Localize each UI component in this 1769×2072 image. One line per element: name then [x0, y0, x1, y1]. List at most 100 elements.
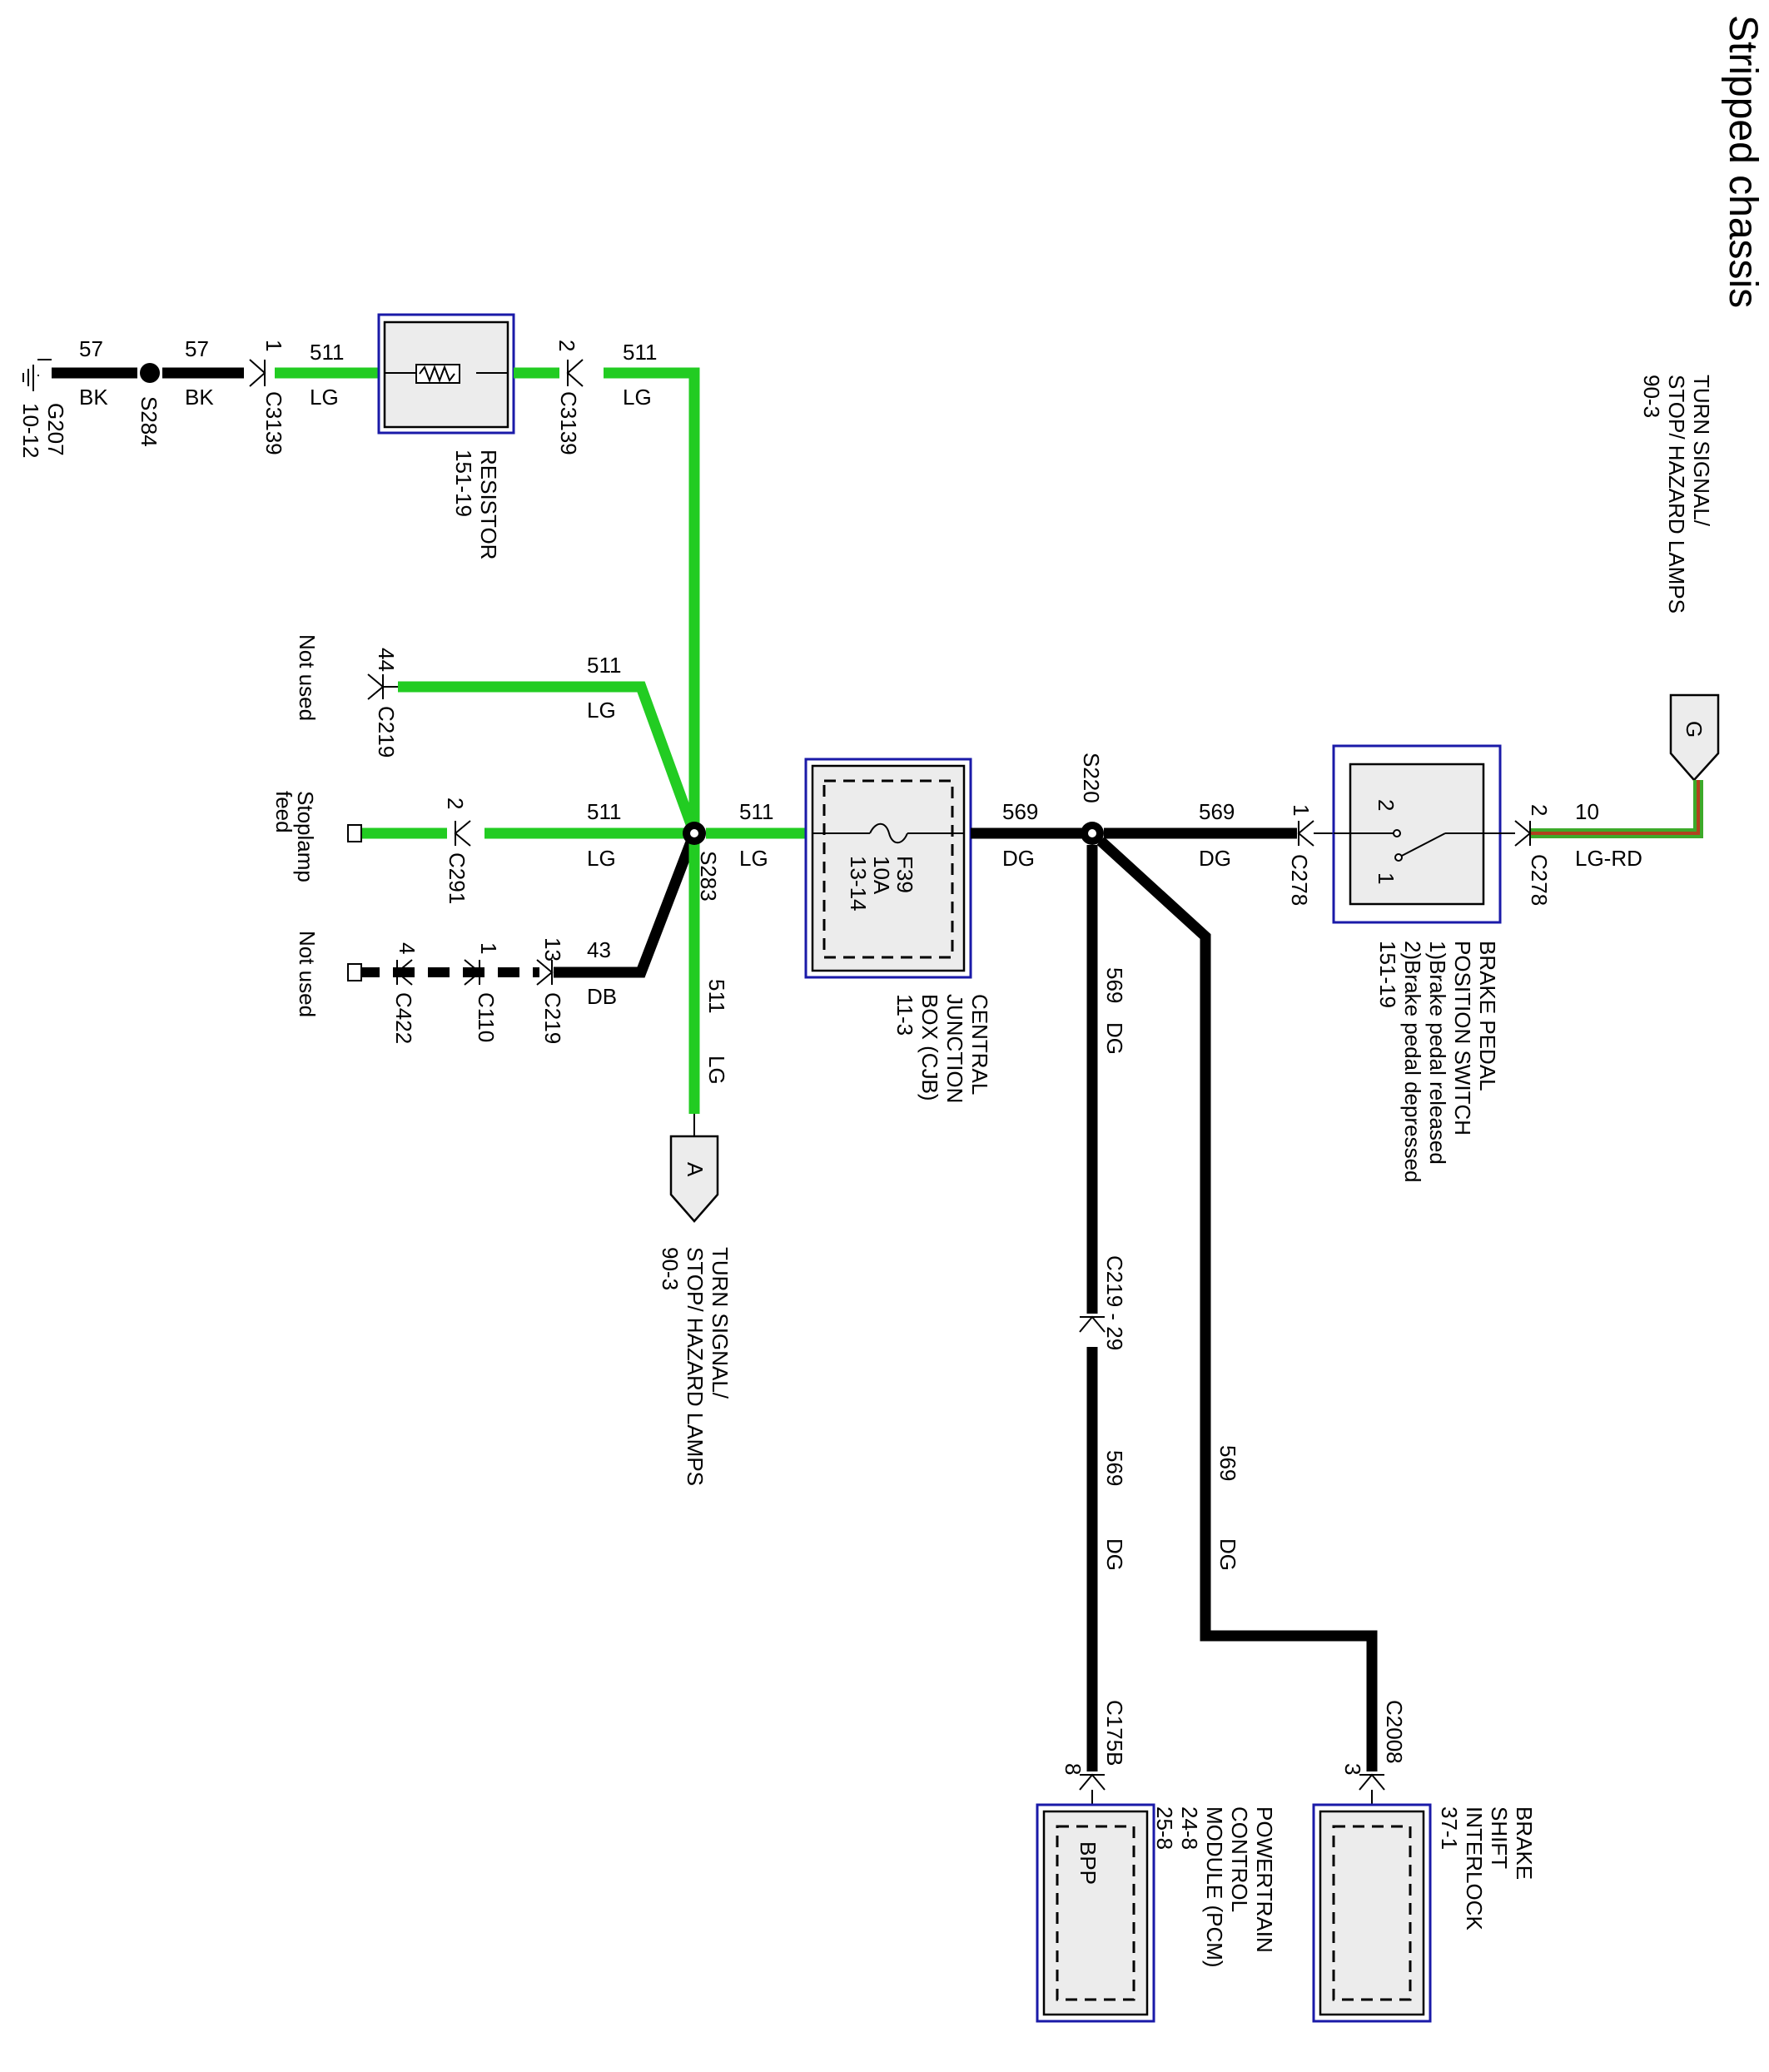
switch-contact-2: 2 — [1374, 799, 1399, 811]
offpage-g-caption-line: TURN SIGNAL/ — [1689, 375, 1714, 527]
offpage-a-caption-line: 90-3 — [658, 1247, 683, 1290]
connector-pin: 1 — [1289, 804, 1314, 816]
note-line: Stoplamp — [293, 791, 318, 882]
wire-lg-rd — [1530, 780, 1703, 838]
cjb-label-line: JUNCTION — [942, 994, 967, 1103]
pcm-label-line: POWERTRAIN — [1252, 1806, 1277, 1953]
note-line: feed — [271, 791, 296, 833]
wire-569-v3 — [1096, 837, 1378, 1771]
note-stoplamp-feed: Stoplamp feed — [271, 791, 318, 882]
not-used-terminal — [347, 963, 362, 981]
splice-s284 — [140, 363, 160, 383]
wire-label: LG — [587, 846, 616, 871]
connector-pin: 1 — [261, 340, 286, 351]
connector-c291 — [454, 820, 471, 847]
connector-c219-13 — [536, 959, 554, 986]
connector-pin: 13 — [540, 937, 565, 961]
fuse-label-line: 10A — [869, 856, 894, 895]
splice-s220-label: S220 — [1079, 753, 1104, 803]
note-not-used: Not used — [295, 634, 320, 721]
connector-pin: 44 — [374, 648, 399, 672]
wire-label: DG — [1102, 1538, 1127, 1571]
offpage-a-caption-line: STOP/ HAZARD LAMPS — [683, 1247, 708, 1486]
wire-label: 511 — [310, 340, 344, 365]
pcm-label-line: 24-8 — [1177, 1806, 1202, 1850]
wire-label: LG — [623, 385, 652, 410]
wire-label: 569 — [1102, 967, 1127, 1003]
connector-c3139-pin1 — [249, 359, 266, 387]
switch-contact-1: 1 — [1374, 872, 1399, 884]
connector-c278-pin1 — [1297, 820, 1334, 847]
connector-name: C3139 — [556, 391, 581, 455]
wire-511-c219 — [398, 681, 700, 836]
resistor-label-line: 151-19 — [451, 450, 476, 517]
wire-label: 511 — [704, 979, 729, 1013]
wire-label: 57 — [185, 336, 209, 361]
wire-511-res-out-b — [604, 367, 700, 833]
connector-name: C278 — [1527, 854, 1552, 906]
wire-label: BK — [79, 385, 108, 410]
offpage-arrow-a[interactable] — [669, 1135, 719, 1223]
wire-label: 10 — [1575, 799, 1599, 824]
wire-label: 511 — [587, 799, 621, 824]
central-junction-box[interactable] — [804, 758, 972, 979]
bsi-label-line: SHIFT — [1487, 1806, 1512, 1869]
wire-label: 511 — [739, 799, 773, 824]
brake-switch-label-line: 1)Brake pedal released — [1425, 941, 1450, 1165]
offpage-arrow-g[interactable] — [1669, 693, 1720, 782]
cjb-label-line: 11-3 — [892, 994, 917, 1036]
cjb-label-line: BOX (CJB) — [917, 994, 942, 1101]
connector-pin: 2 — [443, 797, 468, 809]
offpage-a-letter: A — [683, 1162, 708, 1177]
pcm-label: POWERTRAIN CONTROL MODULE (PCM) 24-8 25-… — [1152, 1806, 1277, 1968]
powertrain-control-module[interactable] — [1036, 1803, 1155, 2023]
connector-c278-pin2 — [1500, 820, 1532, 847]
connector-name: C3139 — [261, 391, 286, 455]
pcm-label-line: 25-8 — [1152, 1806, 1177, 1850]
offpage-g-caption-line: STOP/ HAZARD LAMPS — [1664, 375, 1689, 614]
wire-label: LG-RD — [1575, 846, 1642, 871]
connector-name: C110 — [474, 992, 499, 1042]
connector-pin: 3 — [1340, 1763, 1365, 1775]
resistor-component[interactable] — [377, 313, 515, 435]
diagram-title: Stripped chassis — [1721, 15, 1765, 308]
bsi-label: BRAKE SHIFT INTERLOCK 37-1 — [1437, 1806, 1537, 1930]
connector-name: C422 — [391, 992, 416, 1044]
bsi-label-line: 37-1 — [1437, 1806, 1462, 1850]
wire-label: 569 — [1102, 1450, 1127, 1486]
offpage-g-letter: G — [1682, 721, 1707, 738]
connector-c3139-pin2 — [566, 359, 584, 387]
wire-label: LG — [704, 1056, 729, 1085]
offpage-g-caption-line: 90-3 — [1639, 375, 1664, 418]
brake-shift-interlock[interactable] — [1312, 1803, 1432, 2023]
connector-pin: 2 — [554, 340, 579, 351]
brake-switch-label-line: BRAKE PEDAL — [1475, 941, 1500, 1091]
wire-43 — [554, 831, 700, 978]
brake-switch-label-line: POSITION SWITCH — [1450, 941, 1475, 1135]
wire-label: LG — [739, 846, 768, 871]
connector-name: C278 — [1287, 854, 1312, 906]
connector-pin: 2 — [1527, 804, 1552, 816]
wire-label: LG — [310, 385, 339, 410]
connector-c219-29 — [1079, 1315, 1106, 1333]
fuse-label: F39 10A 13-14 — [846, 856, 917, 912]
ground-symbol — [22, 359, 52, 391]
wire-label: 43 — [587, 937, 611, 962]
stoplamp-feed-terminal — [347, 824, 362, 842]
resistor-label: RESISTOR 151-19 — [451, 450, 501, 559]
resistor-icon — [419, 365, 455, 383]
wire-label: 569 — [1199, 799, 1235, 824]
offpage-a-caption: TURN SIGNAL/ STOP/ HAZARD LAMPS 90-3 — [658, 1247, 733, 1486]
wire-label: 57 — [79, 336, 103, 361]
ground-page: 10-12 — [18, 403, 43, 459]
connector-name: C219 — [540, 992, 565, 1044]
bsi-label-line: BRAKE — [1512, 1806, 1537, 1880]
wire-label: 511 — [623, 340, 657, 365]
connector-c2008 — [1359, 1773, 1385, 1805]
brake-pedal-position-switch[interactable] — [1332, 744, 1502, 924]
bsi-label-line: INTERLOCK — [1462, 1806, 1487, 1930]
cjb-label: CENTRAL JUNCTION BOX (CJB) 11-3 — [892, 994, 992, 1103]
note-not-used: Not used — [295, 931, 320, 1017]
pcm-label-line: MODULE (PCM) — [1202, 1806, 1227, 1968]
